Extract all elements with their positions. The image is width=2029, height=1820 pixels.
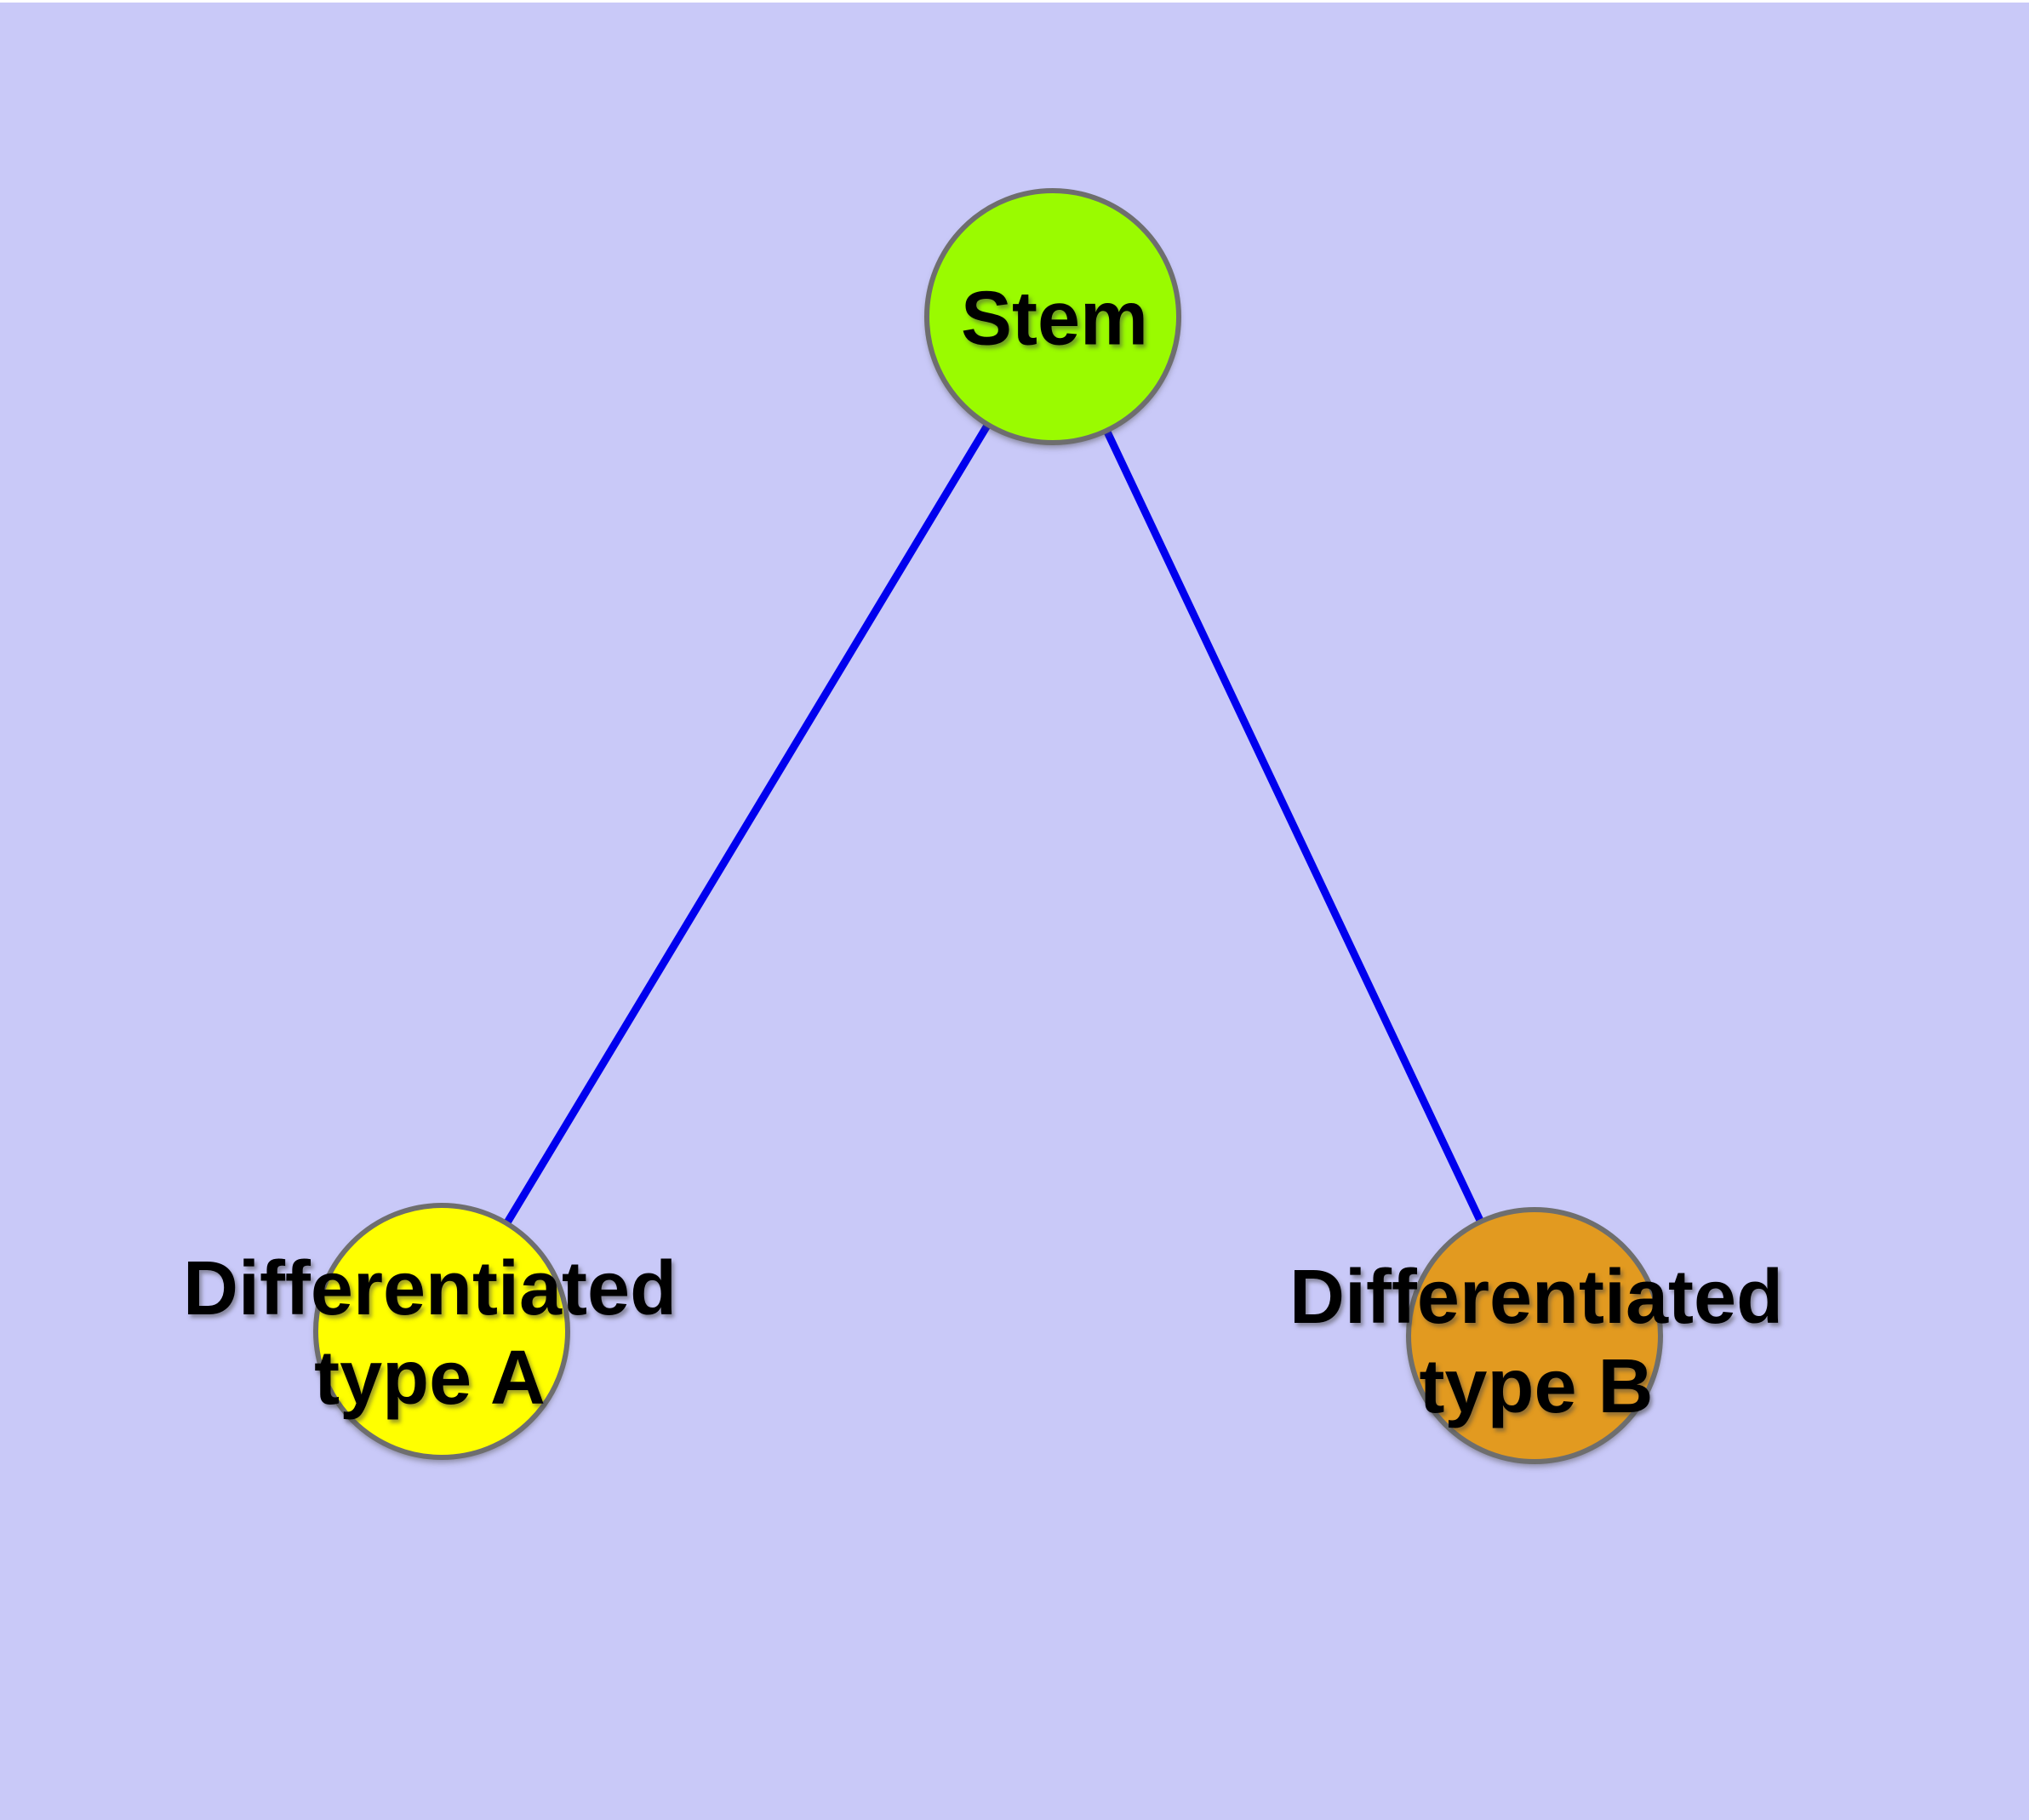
node-differentiated-type-b bbox=[1406, 1207, 1663, 1464]
node-stem-label: Stem bbox=[960, 276, 1149, 362]
node-type-b-label: Differentiated type B bbox=[1289, 1255, 1784, 1429]
edge-stem-to-type-b bbox=[1049, 315, 1539, 1337]
node-stem bbox=[924, 188, 1181, 445]
edge-stem-to-type-a bbox=[438, 314, 1056, 1334]
node-differentiated-type-a bbox=[313, 1203, 570, 1460]
top-edge-strip bbox=[0, 0, 2029, 3]
node-type-a-label: Differentiated type A bbox=[182, 1246, 677, 1421]
